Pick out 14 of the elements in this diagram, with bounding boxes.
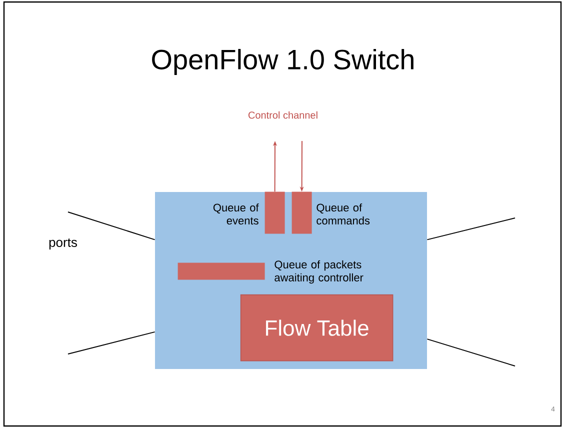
port-line xyxy=(426,338,516,366)
channel-label: Control channel xyxy=(248,111,318,119)
port-line xyxy=(426,218,516,240)
port-line xyxy=(68,331,156,354)
queue-label: Queue of commands xyxy=(316,203,370,225)
title: OpenFlow 1.0 Switch xyxy=(152,48,414,76)
ports-label: ports xyxy=(49,238,77,250)
flow-table-box: Flow Table xyxy=(240,294,394,362)
queue-bar xyxy=(292,192,312,234)
queue-label: Queue of events xyxy=(213,203,259,225)
queue-bar xyxy=(178,262,265,280)
queue-label: Queue of packets awaiting controller xyxy=(274,260,364,284)
port-line xyxy=(68,212,156,240)
queue-bar xyxy=(264,192,285,234)
